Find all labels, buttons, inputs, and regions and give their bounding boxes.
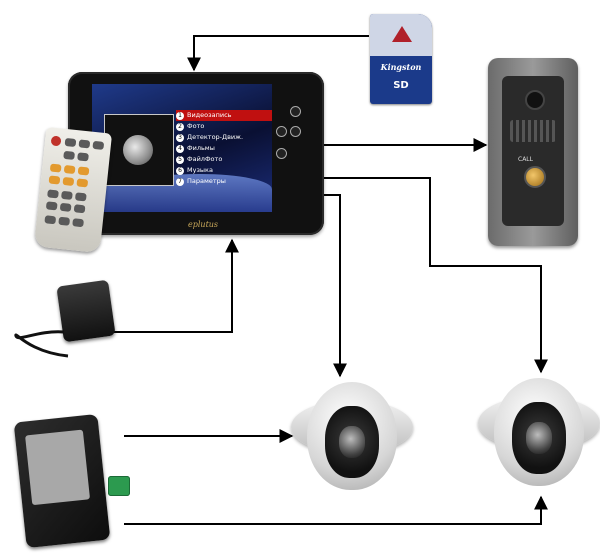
camera-lens-icon bbox=[526, 422, 552, 454]
remote-key[interactable] bbox=[45, 201, 58, 211]
remote-key[interactable] bbox=[92, 140, 105, 150]
remote-key[interactable] bbox=[77, 166, 90, 176]
monitor-side-button[interactable] bbox=[276, 148, 287, 159]
psu-label-sticker bbox=[25, 429, 91, 506]
monitor-to-camera2-line bbox=[318, 177, 548, 374]
sd-card-logo-triangle bbox=[392, 26, 412, 42]
camera-power-supply bbox=[13, 413, 111, 549]
speaker-grille bbox=[510, 120, 556, 142]
call-label: CALL bbox=[518, 156, 533, 163]
remote-key[interactable] bbox=[49, 163, 62, 173]
remote-key[interactable] bbox=[48, 175, 61, 185]
remote-key[interactable] bbox=[59, 202, 72, 212]
camera-thumbnail bbox=[104, 114, 174, 186]
remote-key[interactable] bbox=[78, 139, 91, 149]
terminal-block bbox=[108, 476, 130, 496]
sd-to-monitor-line bbox=[187, 35, 369, 72]
monitor-side-button[interactable] bbox=[276, 126, 287, 137]
dome-camera bbox=[478, 378, 600, 488]
remote-key[interactable] bbox=[47, 189, 59, 199]
remote-key[interactable] bbox=[44, 215, 57, 225]
remote-key[interactable] bbox=[64, 137, 77, 148]
remote-key[interactable] bbox=[63, 150, 75, 160]
dome-camera bbox=[291, 382, 413, 492]
monitor-to-camera1-line bbox=[318, 194, 347, 378]
door-camera-icon bbox=[525, 90, 545, 110]
remote-key[interactable] bbox=[77, 152, 89, 162]
remote-power-key[interactable] bbox=[50, 135, 62, 147]
adapter-to-monitor-line bbox=[108, 238, 239, 333]
remote-key[interactable] bbox=[62, 176, 75, 187]
psu-to-camera2-line bbox=[124, 495, 548, 525]
door-call-panel: CALL bbox=[488, 58, 578, 246]
sd-logo: SD bbox=[393, 80, 409, 91]
camera-lens-icon bbox=[339, 426, 365, 458]
remote-key[interactable] bbox=[61, 190, 73, 200]
monitor-side-button[interactable] bbox=[290, 126, 301, 137]
camera-lens-icon bbox=[123, 135, 153, 165]
remote-key[interactable] bbox=[63, 164, 76, 175]
remote-key[interactable] bbox=[74, 192, 87, 202]
monitor-brand: eplutus bbox=[188, 220, 219, 229]
remote-control bbox=[33, 126, 113, 254]
remote-key[interactable] bbox=[73, 204, 86, 214]
sd-card: Kingston SD bbox=[370, 14, 432, 104]
adapter-cable bbox=[14, 330, 69, 358]
remote-key[interactable] bbox=[76, 178, 89, 188]
monitor-side-button[interactable] bbox=[290, 106, 301, 117]
remote-key[interactable] bbox=[72, 218, 84, 228]
sd-card-brand: Kingston bbox=[380, 62, 422, 72]
remote-key[interactable] bbox=[58, 216, 71, 226]
call-button[interactable] bbox=[524, 166, 546, 188]
